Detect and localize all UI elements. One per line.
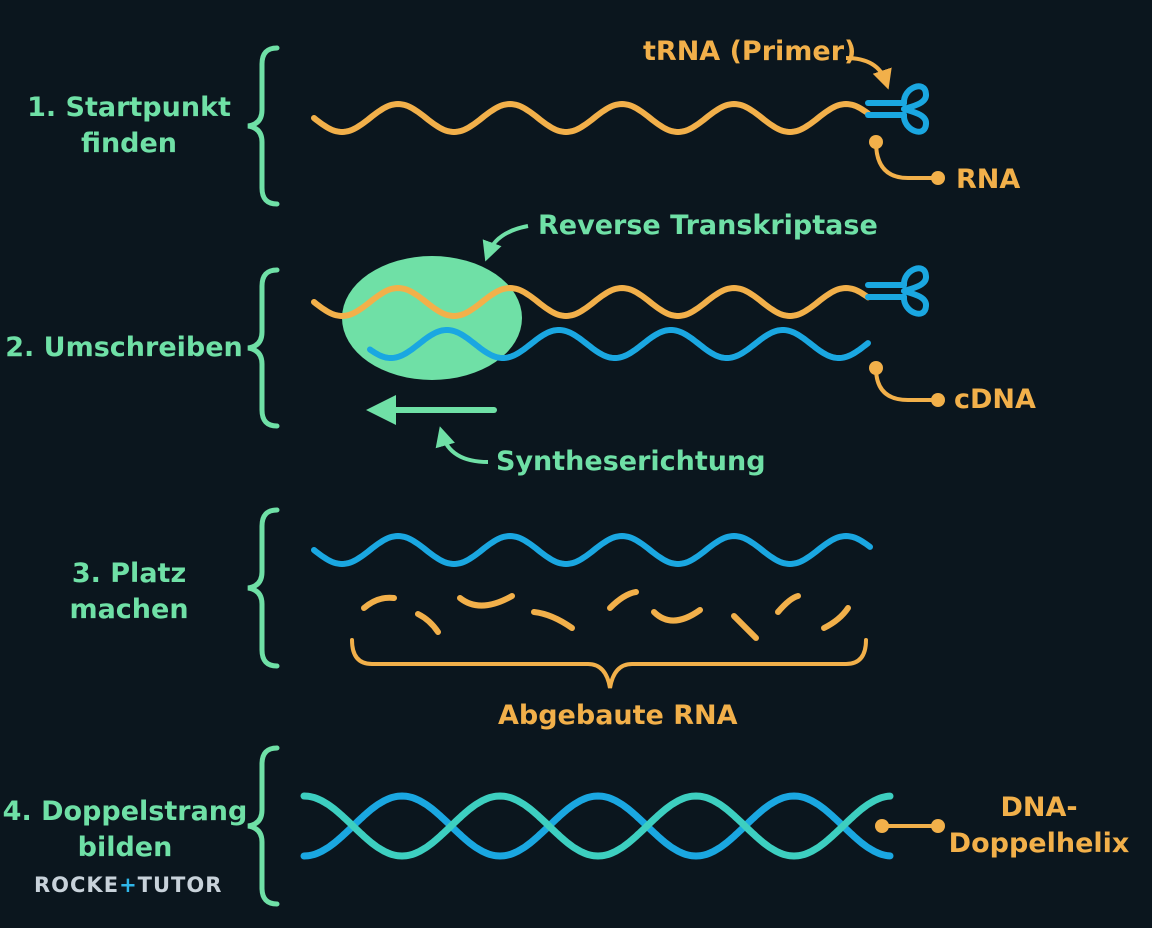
step-1-line2: finden: [80, 128, 178, 159]
cdna-strand-3: [311, 532, 873, 568]
step-3-line2: machen: [69, 594, 189, 625]
step-1-brace: [247, 45, 280, 207]
brand-logo-plus: +: [119, 873, 138, 897]
rna-pointer: [869, 135, 945, 185]
dna-label-line2: Doppelhelix: [948, 828, 1130, 859]
step-3-brace: [247, 507, 280, 669]
step-2-brace: [247, 267, 280, 429]
step-4-line1: 4. Doppelstrang: [2, 796, 248, 827]
abgebaute-rna-label: Abgebaute RNA: [498, 700, 738, 731]
trna-primer-icon-1: [865, 83, 929, 135]
rna-label: RNA: [956, 164, 1021, 195]
enzyme-pointer-arrow: [482, 224, 529, 262]
reverse-transkriptase-label: Reverse Transkriptase: [538, 210, 878, 241]
dna-doppelhelix-label: DNA- Doppelhelix: [944, 790, 1134, 862]
rna-strand-1: [311, 100, 871, 136]
step-4-line2: bilden: [77, 832, 173, 863]
step-3-line1: 3. Platz: [71, 558, 187, 589]
rna-strand-2: [311, 284, 871, 320]
dna-label-line1: DNA-: [1000, 792, 1078, 823]
dna-strand-a: [300, 792, 894, 860]
cdna-label: cDNA: [954, 384, 1036, 415]
cdna-pointer: [869, 361, 945, 407]
trna-pointer-arrow: [845, 56, 892, 90]
trna-primer-icon-2: [865, 265, 929, 317]
degraded-rna-brace: [350, 638, 868, 689]
trna-primer-label: tRNA (Primer): [643, 36, 857, 67]
dna-strand-b: [300, 792, 894, 860]
step-1-line1: 1. Startpunkt: [27, 92, 231, 123]
degraded-rna-fragments: [361, 589, 851, 641]
step-2-label: 2. Umschreiben: [4, 330, 244, 366]
brand-logo-part1: ROCKE: [34, 873, 120, 897]
step-1-label: 1. Startpunkt finden: [24, 90, 234, 162]
brand-logo-part2: TUTOR: [137, 873, 223, 897]
dna-pointer: [875, 819, 945, 833]
step-3-label: 3. Platz machen: [24, 556, 234, 628]
step-2-line1: 2. Umschreiben: [5, 332, 243, 363]
reverse-transkriptase-enzyme: [342, 256, 522, 380]
step-4-brace: [247, 745, 280, 907]
step-4-label: 4. Doppelstrang bilden: [2, 794, 248, 866]
syntheserichtung-label: Syntheserichtung: [496, 446, 766, 477]
brand-logo: ROCKE+TUTOR: [34, 872, 222, 898]
synthesis-pointer-arrow: [435, 426, 489, 464]
cdna-strand: [367, 327, 871, 361]
